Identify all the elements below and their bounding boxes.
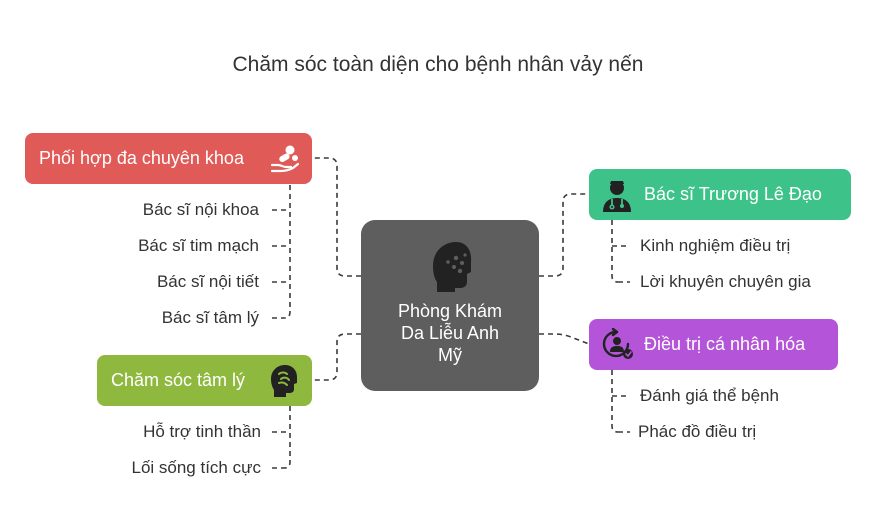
center-node: Phòng Khám Da Liễu Anh Mỹ (361, 220, 539, 391)
leaf-line-personalized (611, 370, 619, 433)
connector-psychological (312, 333, 361, 381)
connector-personalized (539, 333, 590, 345)
branch-personalized: Điều trị cá nhân hóa (589, 319, 838, 370)
leaf-line-doctor (611, 220, 619, 283)
leaf-cardiology: Bác sĩ tim mạch (138, 236, 259, 255)
face-skin-icon (433, 242, 472, 292)
branch-multidisciplinary-label: Phối hợp đa chuyên khoa (39, 148, 244, 168)
diagram-title: Chăm sóc toàn diện cho bệnh nhân vảy nến (232, 53, 644, 76)
leaf-psychology: Bác sĩ tâm lý (161, 308, 259, 327)
connector-doctor (539, 193, 589, 277)
branch-doctor-label: Bác sĩ Trương Lê Đạo (644, 184, 822, 204)
branch-doctor: Bác sĩ Trương Lê Đạo (589, 169, 851, 220)
connector-multidisciplinary (312, 157, 361, 277)
leaf-internal-medicine: Bác sĩ nội khoa (142, 200, 259, 219)
branch-personalized-label: Điều trị cá nhân hóa (644, 334, 806, 354)
doctor-icon (603, 181, 631, 212)
leaf-line-psychological (283, 406, 291, 469)
leaf-positive-lifestyle: Lối sống tích cực (131, 458, 261, 477)
person-cycle-icon (602, 328, 633, 359)
leaf-mental-support: Hỗ trợ tinh thần (143, 422, 261, 441)
leaf-line-multidisciplinary (283, 185, 291, 319)
leaf-expert-advice: Lời khuyên chuyên gia (640, 272, 811, 291)
leaf-disease-assessment: Đánh giá thể bệnh (640, 386, 779, 405)
leaf-treatment-protocol: Phác đồ điều trị (638, 422, 757, 441)
branch-psychological-label: Chăm sóc tâm lý (111, 370, 246, 390)
head-brain-icon (271, 365, 297, 397)
hand-pills-icon (270, 145, 300, 173)
center-line-2: Da Liễu Anh (400, 323, 500, 343)
leaf-treatment-experience: Kinh nghiệm điều trị (640, 236, 791, 255)
branch-psychological: Chăm sóc tâm lý (97, 355, 312, 406)
center-label: Phòng Khám Da Liễu Anh Mỹ (361, 300, 539, 366)
center-line-1: Phòng Khám (397, 301, 503, 321)
leaf-endocrinology: Bác sĩ nội tiết (156, 272, 259, 291)
branch-multidisciplinary: Phối hợp đa chuyên khoa (25, 133, 312, 184)
center-line-3: Mỹ (438, 345, 462, 365)
